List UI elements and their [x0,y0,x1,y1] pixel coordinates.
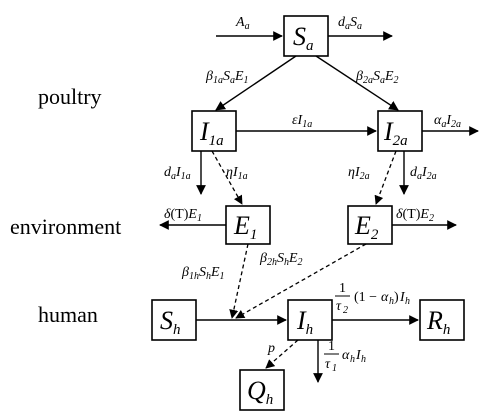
rate-etaI2a: ηI2a [348,165,370,182]
row-label-environment: environment [10,214,121,239]
node-I-h: Ih [287,299,333,341]
rate-p: p [267,341,275,356]
svg-text:Sa: Sa [293,22,314,54]
svg-text:E1: E1 [233,211,257,243]
svg-text:I: I [355,348,362,363]
rate-deltaE1: δ(T)E1 [164,207,202,224]
svg-text:1: 1 [328,339,335,354]
svg-text:Qh: Qh [247,376,273,408]
arrow-I2a-shed-E2 [374,150,397,205]
row-label-human: human [38,302,98,327]
rate-epsI1a: εI1a [292,113,312,130]
arrow-E1-infect-human [229,243,249,319]
node-I-2a: I2a [377,110,423,152]
svg-text:2: 2 [343,305,348,316]
svg-text:h: h [389,296,394,307]
arrow-Sa-to-I2a [315,55,399,111]
node-I-1a: I1a [191,110,237,152]
svg-text:τ: τ [336,299,342,314]
arrow-Ih-to-Qh [265,339,299,369]
rate-deltaE2: δ(T)E2 [396,207,434,224]
rate-Aa: Aa [235,15,250,32]
node-E-2: E2 [347,205,393,245]
rate-beta1h: β1hShE1 [181,265,225,282]
svg-text:(1 −: (1 − [354,290,377,305]
node-S-h: Sh [151,299,197,341]
rate-daI2a: daI2a [410,165,437,182]
rate-daI1a: daI1a [164,165,191,182]
svg-text:I1a: I1a [199,117,224,149]
rate-beta1a: β1aSaE1 [205,69,249,86]
svg-text:τ: τ [325,357,331,372]
rate-beta2a: β2aSaE2 [355,69,399,86]
svg-text:h: h [361,354,366,365]
svg-text:I: I [399,290,406,305]
svg-text:α: α [381,290,389,305]
arrow-I1a-shed-E1 [211,150,243,205]
rate-etaI1a: ηI1a [226,165,248,182]
node-Q-h: Qh [239,369,285,411]
node-R-h: Rh [419,299,465,341]
svg-text:Ih: Ih [296,306,313,338]
svg-text:): ) [394,290,399,305]
svg-text:h: h [350,354,355,365]
rate-beta2h: β2hShE2 [259,251,303,268]
rate-daSa: daSa [338,15,362,32]
svg-text:h: h [405,296,410,307]
rate-recovery: 1 τ 2 (1 − α h ) I h [335,281,410,316]
rate-quarantine: 1 τ 1 α h I h [324,339,366,374]
svg-text:I2a: I2a [383,117,408,149]
node-E-1: E1 [225,205,271,245]
arrow-E2-infect-human [235,243,367,319]
arrow-Sa-to-I1a [215,55,297,111]
svg-text:Rh: Rh [426,306,450,338]
svg-text:Sh: Sh [160,306,181,338]
node-S-a: Sa [283,15,329,57]
svg-text:α: α [342,348,350,363]
svg-text:E2: E2 [354,211,379,243]
svg-text:1: 1 [332,363,337,374]
row-label-poultry: poultry [38,84,102,109]
rate-alphaI2a: αaI2a [434,113,461,130]
svg-text:1: 1 [339,281,346,296]
